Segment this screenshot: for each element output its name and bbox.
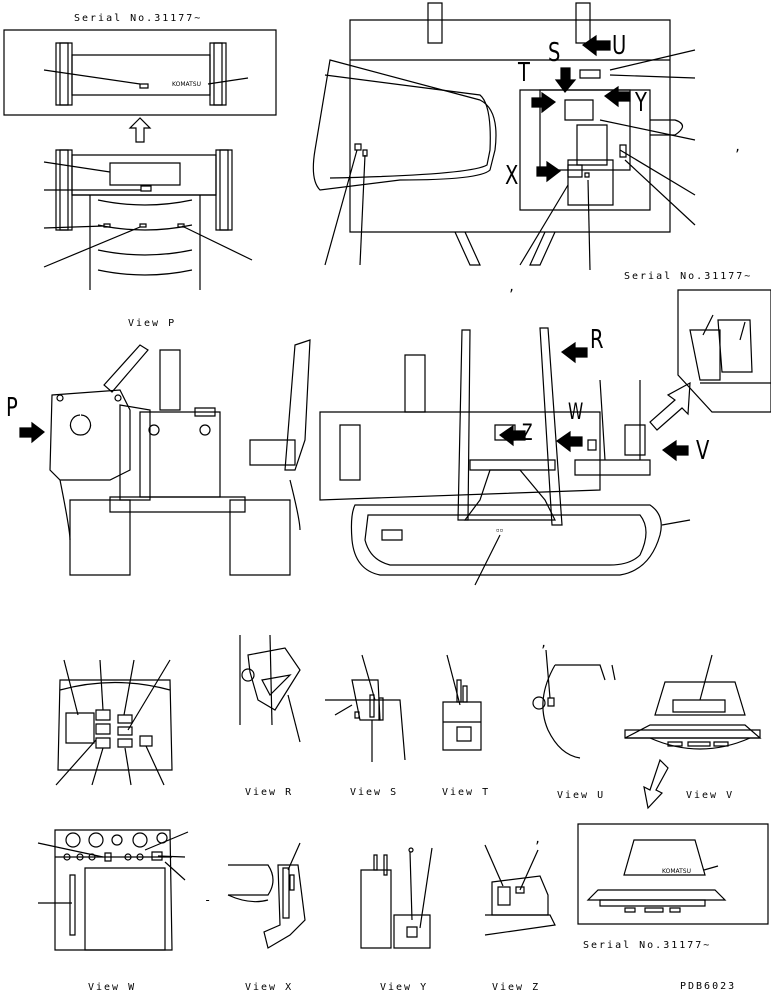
view-t-label: View T: [442, 787, 491, 798]
arrow-p-icon: [20, 423, 44, 442]
view-r-label: View R: [245, 787, 294, 798]
view-p-drawing: [44, 150, 252, 290]
arrow-r-icon: [562, 343, 587, 362]
view-u-label: View U: [557, 790, 606, 801]
view-x-drawing: [228, 843, 305, 948]
view-w-label: View W: [88, 982, 137, 993]
letter-u: U: [612, 31, 627, 61]
letter-v: V: [696, 436, 710, 466]
inset-top-left: KOMATSU: [4, 30, 276, 115]
top-right-drawing: [313, 3, 695, 270]
arrow-z-icon: [500, 426, 525, 445]
letter-w: W: [568, 400, 584, 425]
view-t-drawing: [443, 655, 481, 750]
serial-label-bottom-right: Serial No.31177~: [583, 940, 712, 951]
arrow-t2-icon: [532, 93, 555, 112]
view-r-drawing: [240, 635, 300, 742]
comma-mark-1: ,: [734, 140, 742, 154]
up-arrow-icon: [130, 118, 150, 142]
view-y-drawing: [361, 848, 432, 948]
letter-s: S: [548, 38, 561, 68]
view-x-label: View X: [245, 982, 294, 993]
comma-mark-4: ,: [534, 832, 542, 846]
front-view-drawing: [50, 340, 310, 575]
view-s-label: View S: [350, 787, 399, 798]
serial-label-top-right: Serial No.31177~: [624, 271, 753, 282]
view-w-panel-drawing: [56, 660, 172, 785]
arrow-u-icon: [583, 36, 610, 55]
pointer-arrows-top: [532, 36, 630, 181]
dash-mark: -: [204, 893, 212, 907]
logo-text: KOMATSU: [172, 81, 201, 88]
letter-z: Z: [522, 421, 533, 446]
view-w2-drawing: [38, 830, 188, 950]
arrow-y-icon: [605, 87, 630, 106]
letter-p: P: [6, 393, 18, 423]
drawing-number: PDB6023: [680, 981, 737, 992]
detail-inset-side: [650, 290, 771, 430]
side-view-drawing: ▫▫: [320, 328, 690, 585]
hollow-down-arrow-icon: [644, 760, 668, 808]
letter-t: T: [518, 58, 530, 88]
letter-y: Y: [635, 88, 647, 118]
letter-x: X: [505, 161, 519, 191]
logo-text-2: KOMATSU: [662, 868, 691, 875]
view-u-drawing: [533, 650, 615, 758]
view-s-drawing: [325, 655, 405, 762]
view-z-label: View Z: [492, 982, 541, 993]
comma-mark-2: ,: [508, 280, 516, 294]
view-y-label: View Y: [380, 982, 429, 993]
view-v-drawing: [625, 655, 760, 808]
view-z-drawing: [485, 845, 555, 935]
view-v-label: View V: [686, 790, 735, 801]
arrow-v-icon: [663, 441, 688, 460]
pointer-arrows-side: [500, 343, 688, 460]
serial-label-top-left: Serial No.31177~: [74, 13, 203, 24]
letter-r: R: [590, 325, 604, 355]
view-p-label: View P: [128, 318, 177, 329]
inset-bottom-right: KOMATSU: [578, 824, 768, 924]
comma-mark-3: ,: [540, 636, 548, 650]
arrow-t-icon: [556, 68, 575, 92]
arrow-x-icon: [537, 162, 560, 181]
arrow-w-icon: [557, 432, 582, 451]
hollow-arrow-icon: [650, 383, 690, 430]
svg-text:▫▫: ▫▫: [496, 527, 503, 534]
